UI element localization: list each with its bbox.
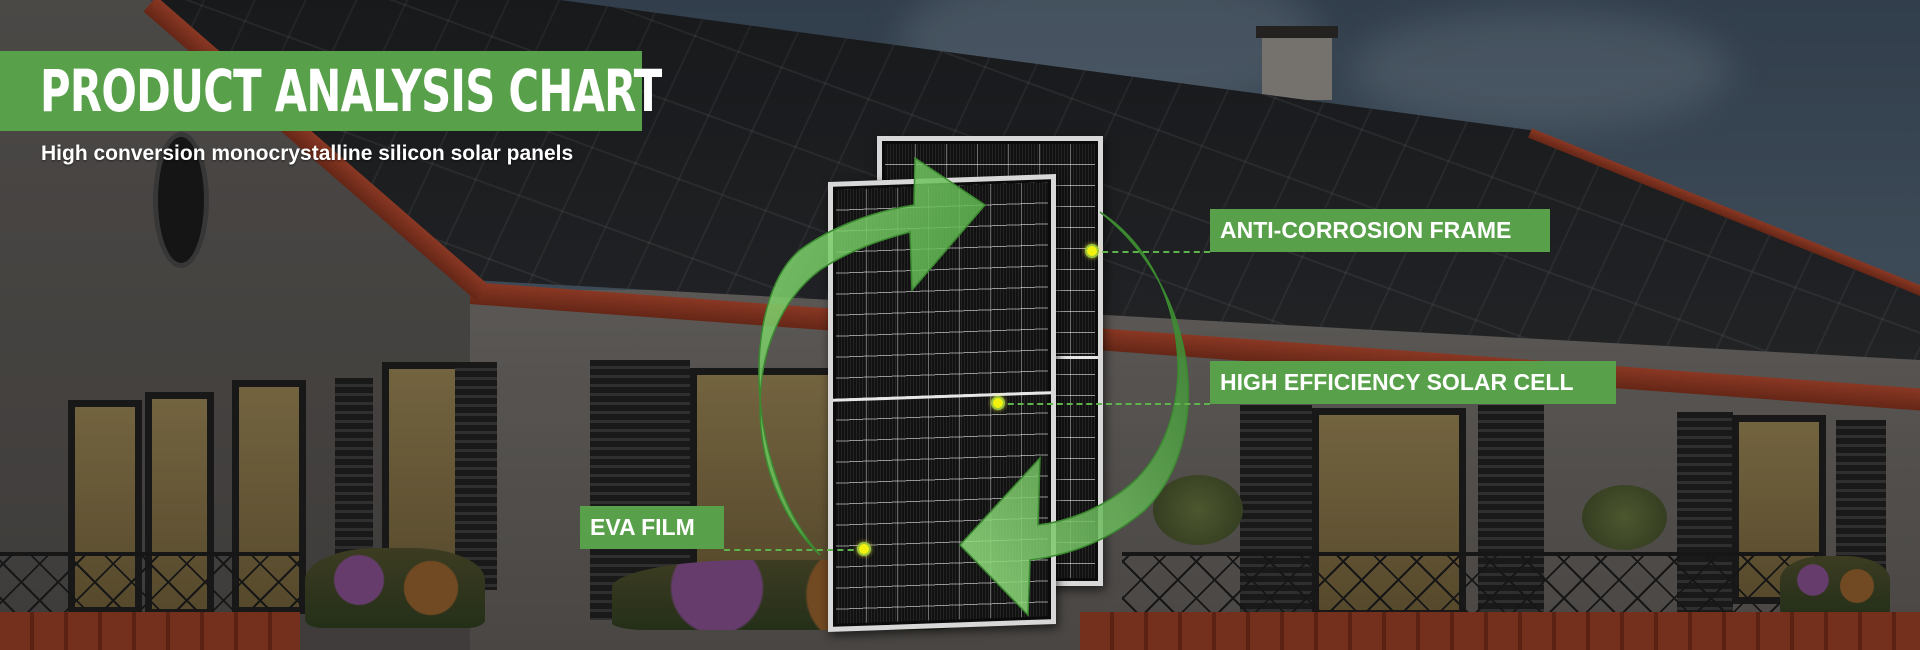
hotspot-dot-anti-corrosion-frame[interactable] <box>1085 244 1099 258</box>
callout-eva-film: EVA FILM <box>580 506 724 549</box>
page-subtitle: High conversion monocrystalline silicon … <box>41 142 574 165</box>
leader-line-high-efficiency-solar-cell <box>998 403 1210 405</box>
callout-high-efficiency-solar-cell: HIGH EFFICIENCY SOLAR CELL <box>1210 361 1616 404</box>
roof-tiles <box>1080 612 1920 650</box>
flower-box <box>1780 556 1890 616</box>
potted-tree <box>1582 485 1667 550</box>
balcony-railing <box>1122 552 1822 620</box>
oval-window <box>153 132 209 268</box>
chimney-cap <box>1256 26 1338 38</box>
hotspot-dot-high-efficiency-solar-cell[interactable] <box>991 396 1005 410</box>
callout-anti-corrosion-frame: ANTI-CORROSION FRAME <box>1210 209 1550 252</box>
title-banner <box>0 51 642 131</box>
page-title: PRODUCT ANALYSIS CHART <box>40 57 662 125</box>
leader-line-eva-film <box>724 549 864 551</box>
roof-tiles <box>0 612 300 650</box>
shutter <box>455 362 497 590</box>
flower-box <box>305 548 485 628</box>
leader-line-anti-corrosion-frame <box>1092 251 1210 253</box>
hotspot-dot-eva-film[interactable] <box>857 542 871 556</box>
chimney <box>1262 30 1332 100</box>
